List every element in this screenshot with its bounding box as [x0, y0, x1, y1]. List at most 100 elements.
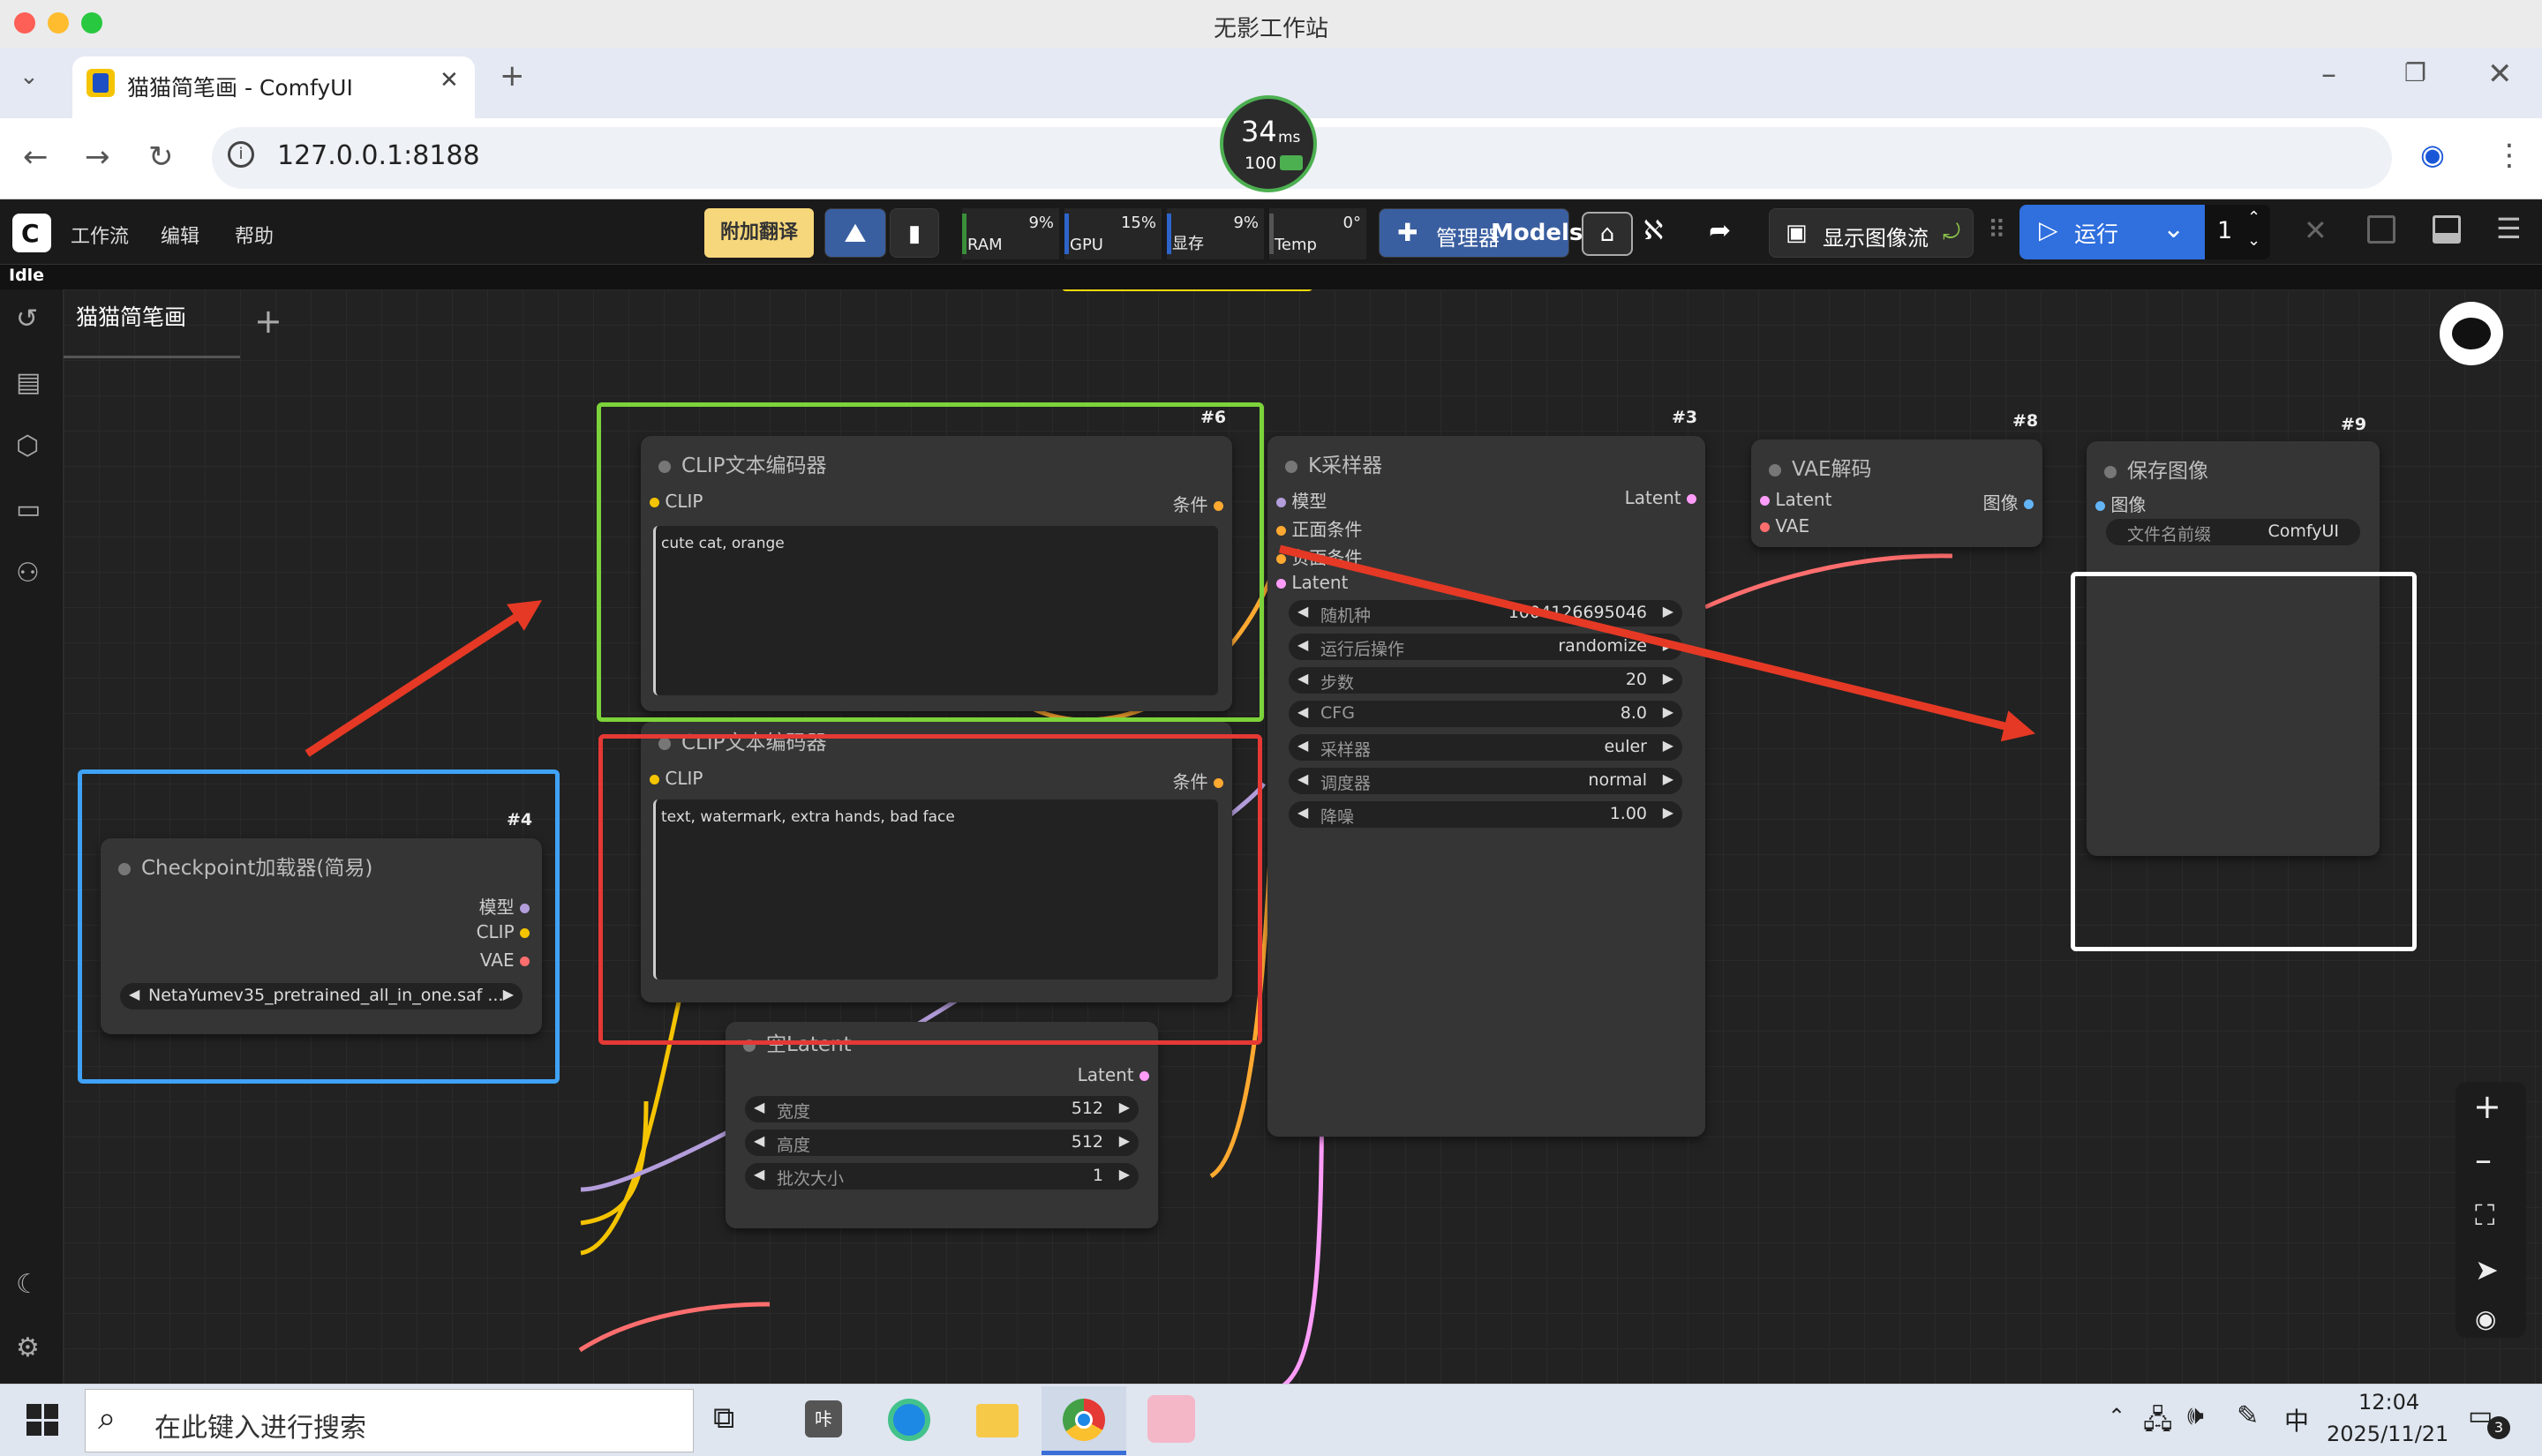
- input-latent[interactable]: Latent: [1760, 489, 1831, 510]
- graph-canvas[interactable]: 猫猫简笔画 + #4 Checkpoint加载器(简易) 模型 CLIP VAE…: [64, 289, 2542, 1384]
- edge-browser-icon[interactable]: [888, 1399, 930, 1441]
- anime-app-icon[interactable]: [1147, 1395, 1195, 1443]
- share-box-icon[interactable]: ⌂: [1582, 212, 1633, 256]
- profile-icon[interactable]: ◉: [2420, 138, 2445, 171]
- node-library-icon[interactable]: ℵ: [1643, 215, 1664, 246]
- input-latent[interactable]: Latent: [1276, 572, 1348, 593]
- menu-help[interactable]: 帮助: [235, 226, 275, 248]
- node-tree-icon[interactable]: ⚇: [16, 558, 40, 589]
- crystools-icon[interactable]: ⛰: [824, 208, 886, 258]
- cancel-x-icon[interactable]: ✕: [2304, 214, 2328, 247]
- input-images[interactable]: 图像: [2095, 491, 2146, 516]
- taskbar-search-input[interactable]: ⌕ 在此键入进行搜索: [85, 1389, 694, 1452]
- input-clip[interactable]: CLIP: [650, 768, 703, 789]
- output-conditioning[interactable]: 条件: [1173, 491, 1223, 516]
- run-button[interactable]: ▷ 运行 ⌄: [2019, 205, 2205, 259]
- node-clip-text-positive[interactable]: CLIP文本编码器 CLIP 条件 cute cat, orange: [641, 436, 1232, 711]
- tab-close-icon[interactable]: ✕: [440, 67, 459, 94]
- theme-moon-icon[interactable]: ☾: [16, 1269, 40, 1300]
- panel-toggle-icon[interactable]: [2367, 215, 2395, 244]
- zoom-out-minus-icon[interactable]: –: [2475, 1140, 2492, 1179]
- output-clip[interactable]: CLIP: [477, 921, 530, 942]
- output-conditioning[interactable]: 条件: [1173, 768, 1223, 793]
- output-latent[interactable]: Latent: [1078, 1064, 1149, 1085]
- queue-count-stepper[interactable]: 1 ⌃ ⌄: [2205, 205, 2270, 259]
- file-explorer-icon[interactable]: [976, 1404, 1019, 1437]
- bookmark-icon[interactable]: ▮: [890, 208, 939, 258]
- node-ksampler[interactable]: K采样器 模型 正面条件 负面条件 Latent Latent ◀随机种1004…: [1267, 436, 1705, 1137]
- output-vae[interactable]: VAE: [480, 949, 530, 971]
- ckpt-name-widget[interactable]: ◀NetaYumev35_pretrained_all_in_one.saf .…: [120, 983, 523, 1009]
- model-cube-icon[interactable]: ⬡: [16, 431, 40, 462]
- clock-time[interactable]: 12:04: [2358, 1390, 2420, 1415]
- close-window-dot[interactable]: [14, 12, 35, 34]
- minimize-window-dot[interactable]: [48, 12, 69, 34]
- chrome-taskbar-item[interactable]: [1042, 1386, 1126, 1455]
- queue-list-icon[interactable]: ▤: [16, 367, 41, 398]
- tab-list-chevron-icon[interactable]: ⌄: [19, 64, 39, 90]
- settings-gear-icon[interactable]: ⚙: [16, 1332, 40, 1363]
- output-latent[interactable]: Latent: [1625, 487, 1696, 508]
- new-tab-plus-icon[interactable]: +: [500, 58, 525, 94]
- input-vae[interactable]: VAE: [1760, 515, 1809, 537]
- input-positive[interactable]: 正面条件: [1276, 515, 1362, 541]
- node-clip-text-negative[interactable]: CLIP文本编码器 CLIP 条件 text, watermark, extra…: [641, 722, 1232, 1002]
- negative-prompt-textarea[interactable]: text, watermark, extra hands, bad face: [653, 799, 1218, 979]
- prompt-textarea[interactable]: cute cat, orange: [653, 526, 1218, 695]
- fit-view-icon[interactable]: ⛶: [2475, 1198, 2495, 1232]
- translate-button[interactable]: 附加翻译: [704, 208, 814, 258]
- restore-icon[interactable]: ❐: [2404, 58, 2427, 87]
- site-info-icon[interactable]: i: [228, 141, 254, 168]
- new-workflow-plus-icon[interactable]: +: [254, 302, 282, 341]
- menu-workflow[interactable]: 工作流: [71, 226, 130, 248]
- pointer-mode-icon[interactable]: ➤: [2475, 1253, 2499, 1287]
- drag-handle-icon[interactable]: ⠿: [1988, 215, 2006, 244]
- node-vae-decode[interactable]: VAE解码 Latent VAE 图像: [1751, 439, 2042, 547]
- hamburger-menu-icon[interactable]: ☰: [2496, 212, 2522, 245]
- bottom-panel-icon[interactable]: [2433, 215, 2461, 244]
- pen-icon[interactable]: ✎: [2237, 1400, 2260, 1431]
- clock-date[interactable]: 2025/11/21: [2327, 1422, 2449, 1446]
- assistant-avatar-icon[interactable]: [2440, 302, 2503, 365]
- volume-icon[interactable]: 🕪: [2187, 1400, 2204, 1431]
- forward-arrow-icon[interactable]: →: [85, 139, 110, 175]
- manager-button[interactable]: ✚ 管理器 Models: [1379, 208, 1583, 258]
- network-icon[interactable]: 🖧: [2143, 1405, 2173, 1436]
- folder-icon[interactable]: ▭: [16, 494, 41, 525]
- history-icon[interactable]: ↺: [16, 304, 39, 334]
- zoom-window-dot[interactable]: [81, 12, 102, 34]
- ime-indicator[interactable]: 中: [2284, 1407, 2310, 1436]
- browser-tab-active[interactable]: 猫猫简笔画 - ComfyUI ✕: [72, 56, 475, 118]
- reload-icon[interactable]: ↻: [148, 139, 174, 175]
- zoom-in-plus-icon[interactable]: +: [2473, 1087, 2501, 1126]
- minimize-icon[interactable]: –: [2321, 56, 2336, 92]
- share-arrow-icon[interactable]: ➦: [1709, 215, 1732, 246]
- comfy-logo-icon[interactable]: C: [12, 214, 51, 252]
- input-clip[interactable]: CLIP: [650, 491, 703, 512]
- output-image[interactable]: 图像: [1983, 489, 2034, 514]
- more-menu-icon[interactable]: ⋮: [2494, 138, 2524, 173]
- workflow-tab[interactable]: 猫猫简笔画: [64, 289, 240, 358]
- task-view-icon[interactable]: ⧉: [713, 1400, 735, 1436]
- app-icon[interactable]: 咔: [805, 1400, 842, 1437]
- input-model[interactable]: 模型: [1276, 487, 1327, 513]
- windows-start-icon[interactable]: [26, 1404, 58, 1436]
- node-checkpoint-loader[interactable]: Checkpoint加载器(简易) 模型 CLIP VAE ◀NetaYumev…: [101, 838, 542, 1034]
- menu-edit[interactable]: 编辑: [161, 226, 200, 248]
- close-icon[interactable]: ✕: [2487, 56, 2513, 92]
- show-image-flow-button[interactable]: ▣ 显示图像流 ⤾: [1769, 208, 1974, 258]
- output-model[interactable]: 模型: [479, 893, 530, 919]
